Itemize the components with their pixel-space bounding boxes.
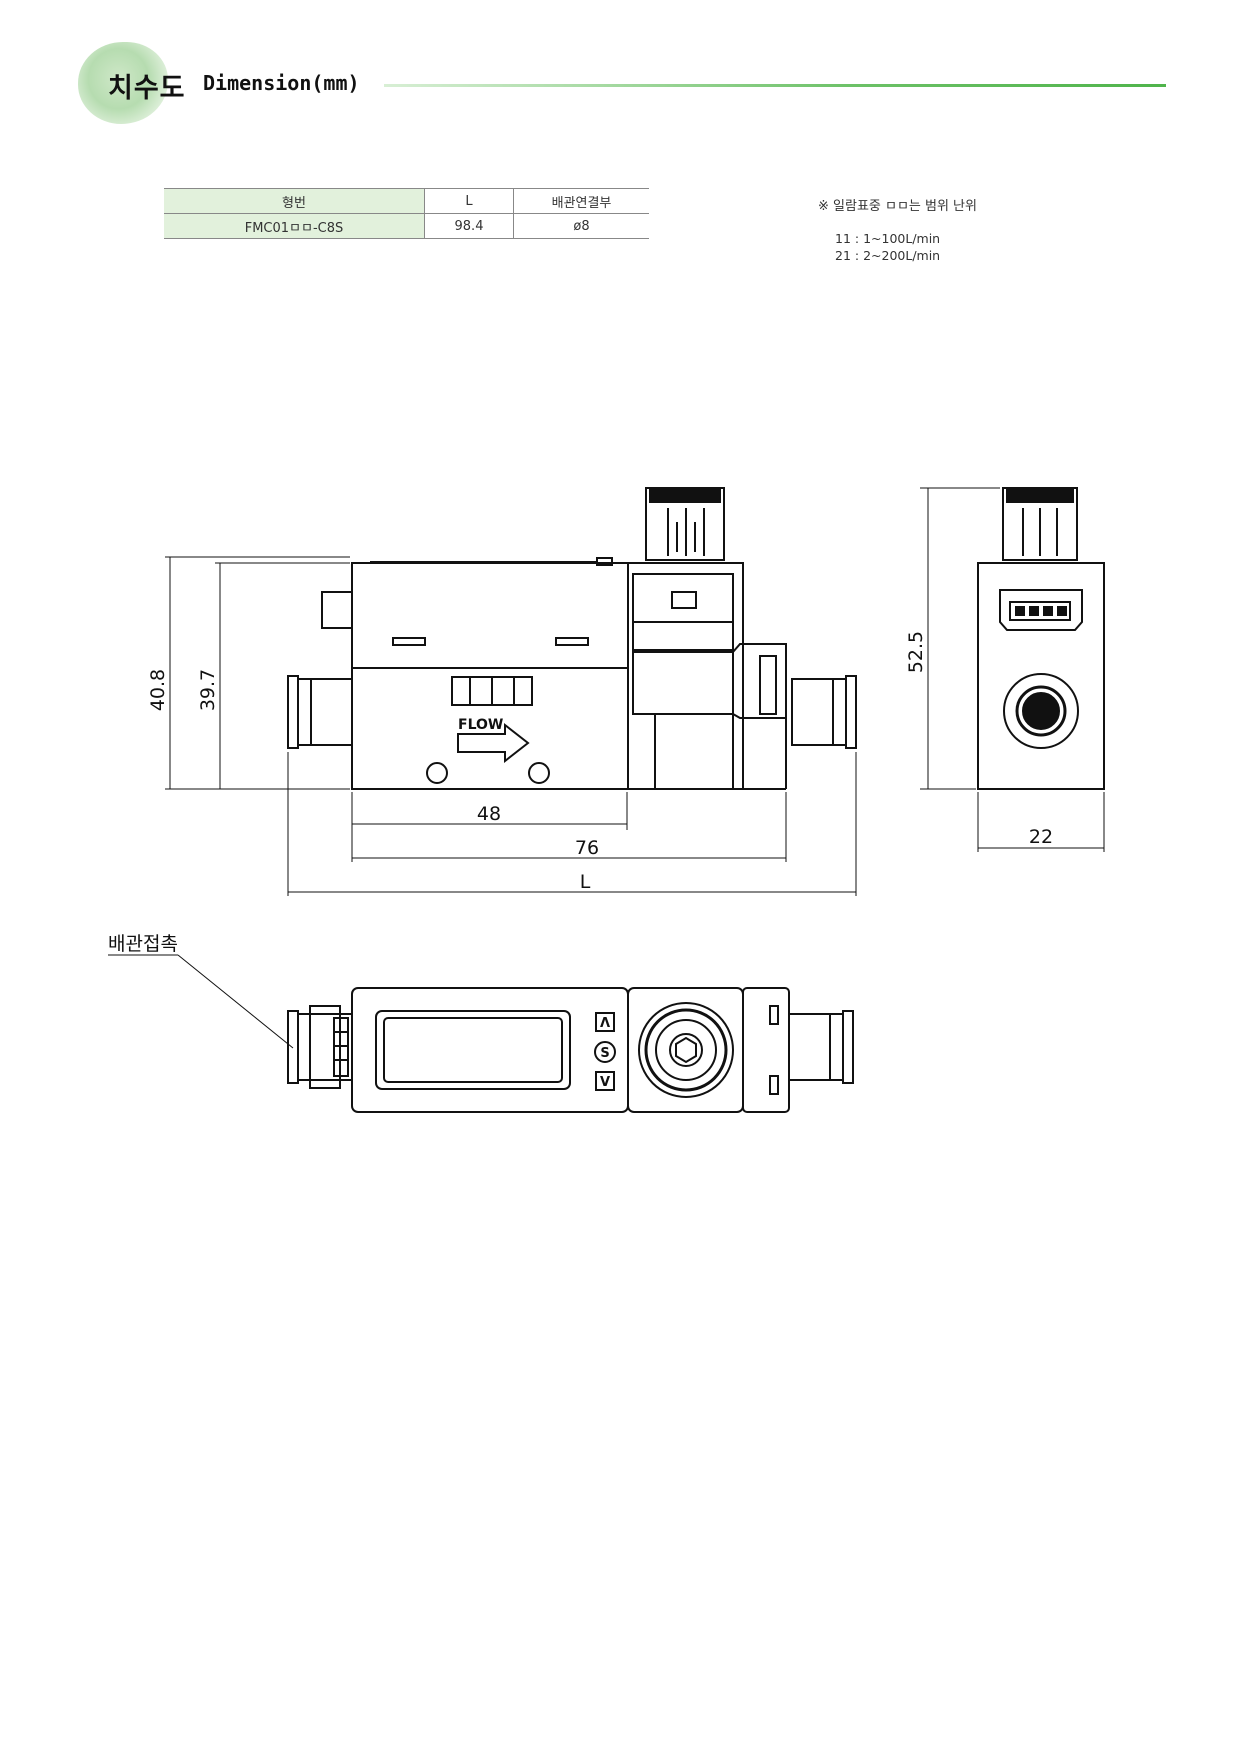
header-model: 형번 [164, 188, 425, 214]
screw-hole [426, 762, 448, 784]
top-body [351, 987, 629, 1113]
up-button [595, 1012, 615, 1032]
screw-hole [528, 762, 550, 784]
header-decoration [78, 42, 168, 124]
flow-arrow [457, 722, 530, 764]
table-header-row: 형번 L 배관연결부 [164, 188, 649, 214]
connector-knurl [649, 487, 721, 503]
side-connector [321, 591, 353, 629]
header-divider [384, 84, 1166, 87]
side-port-inner [1015, 685, 1067, 737]
cell-port: ø8 [513, 213, 649, 239]
down-button-label: V [600, 1075, 610, 1090]
top-left-fitting-cap [287, 1010, 299, 1084]
left-fitting-body [297, 678, 353, 746]
pipe-connection-label: 배관접촉 [108, 933, 178, 955]
front-dimensions [165, 556, 857, 896]
dim-side-height: 52.5 [905, 631, 927, 673]
flow-label: FLOW [458, 717, 503, 733]
set-button-label: S [600, 1046, 609, 1061]
cell-model: FMC01ㅁㅁ-C8S [164, 213, 425, 239]
dim-height-inner: 39.7 [197, 669, 219, 711]
table-row: FMC01ㅁㅁ-C8S 98.4 ø8 [164, 213, 649, 239]
range-note: ※ 일람표중 ㅁㅁ는 범위 난위 [818, 199, 977, 214]
set-button [594, 1041, 616, 1063]
right-block [627, 562, 744, 790]
cell-length: 98.4 [424, 213, 514, 239]
dim-width-76: 76 [575, 837, 599, 859]
up-button-label: Λ [600, 1016, 610, 1031]
range-item: 11 : 1~100L/min [835, 231, 941, 246]
dim-height-outer: 40.8 [147, 669, 169, 711]
right-fitting-body [791, 678, 847, 746]
side-port-outline [999, 589, 1083, 631]
range-item: 21 : 2~200L/min [835, 248, 941, 263]
spec-table: 형번 L 배관연결부 FMC01ㅁㅁ-C8S 98.4 ø8 [164, 188, 649, 239]
dim-length-l: L [580, 871, 591, 893]
front-view: FLOW [287, 487, 857, 790]
right-fitting-cap [845, 675, 857, 749]
display-screen [375, 1010, 571, 1090]
dim-width-48: 48 [477, 803, 501, 825]
top-right-fitting-body [788, 1013, 844, 1081]
side-view [977, 487, 1105, 790]
dim-side-width: 22 [1029, 826, 1053, 848]
header-length: L [424, 188, 514, 214]
leader-line [177, 954, 294, 1049]
side-port-outer [1003, 673, 1079, 749]
side-dimensions [920, 487, 1105, 852]
down-button [595, 1071, 615, 1091]
page-title-english: Dimension(mm) [203, 71, 360, 95]
left-fitting-cap [287, 675, 299, 749]
connector-ring-outer [638, 1002, 734, 1098]
top-view [287, 987, 854, 1113]
header-port: 배관연결부 [513, 188, 649, 214]
side-body [977, 562, 1105, 790]
page-title-korean: 치수도 [108, 73, 186, 104]
